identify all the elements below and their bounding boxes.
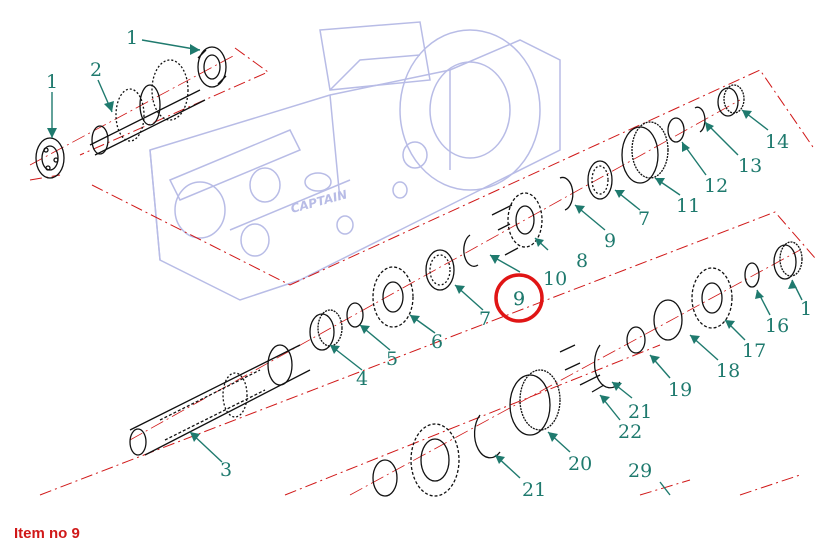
callout-label: 8 — [576, 250, 588, 272]
callout-label: 9 — [513, 288, 525, 310]
needle-bearing-4 — [309, 309, 343, 351]
countershaft-gear-cluster — [89, 59, 206, 156]
exploded-parts-diagram: CAPTAIN — [29, 21, 816, 500]
callout-label: 22 — [618, 421, 642, 443]
section-boundaries — [29, 47, 816, 496]
callout-label: 10 — [543, 268, 567, 290]
callout-label: 11 — [676, 195, 700, 217]
hub-8 — [507, 192, 543, 248]
callout-label: 20 — [568, 453, 592, 475]
callout-label: 29 — [628, 460, 652, 482]
callout-label: 4 — [356, 368, 368, 390]
callout-label: 6 — [431, 331, 443, 353]
callout-label: 16 — [765, 315, 789, 337]
snap-ring-13 — [694, 106, 706, 133]
ring-12 — [667, 117, 685, 143]
bearing-left — [35, 137, 65, 179]
callout-label: 3 — [220, 459, 232, 481]
callout-label: 5 — [386, 348, 398, 370]
gear-6 — [372, 266, 414, 328]
callout-label: 17 — [742, 340, 766, 362]
main-shaft — [129, 344, 311, 456]
callout-label: 1 — [46, 71, 58, 93]
leader-arrowheads — [47, 44, 797, 464]
callout-label: 9 — [604, 230, 616, 252]
parts — [35, 46, 803, 497]
sleeve-11 — [621, 121, 669, 184]
callout-label: 12 — [704, 175, 728, 197]
callout-label: 14 — [765, 131, 789, 153]
callout-numbers: 1 1 2 3 4 5 6 7 7 8 9 9 10 11 12 13 14 1… — [46, 27, 812, 500]
axis-lines — [29, 54, 801, 496]
callout-label: 21 — [522, 479, 546, 500]
callout-label: 1 — [800, 298, 812, 320]
caption-item-label: Item no 9 — [14, 525, 80, 542]
callout-label: 7 — [638, 208, 650, 230]
highlight-marker[interactable]: 9 — [494, 273, 544, 323]
highlighted-item-number: 9 — [513, 288, 525, 310]
highlight-circle — [494, 273, 544, 323]
pins-10 — [491, 204, 519, 256]
lower-shaft-parts — [372, 241, 803, 497]
callout-label: 1 — [126, 27, 138, 49]
callout-label: 18 — [716, 360, 740, 382]
callout-label: 13 — [738, 155, 762, 177]
callout-label: 21 — [628, 401, 652, 423]
snap-ring-9a — [463, 234, 479, 267]
bearing-top-right — [197, 46, 227, 88]
synchro-ring-7b — [587, 160, 613, 200]
callout-label: 2 — [90, 59, 102, 81]
callout-label: 7 — [479, 308, 491, 330]
gearbox-housing — [149, 21, 561, 301]
snap-ring-9b — [559, 176, 574, 211]
needle-bearing-14 — [717, 84, 745, 117]
callout-label: 19 — [668, 379, 692, 401]
synchro-ring-7a — [425, 249, 455, 291]
ring-5 — [346, 302, 364, 328]
